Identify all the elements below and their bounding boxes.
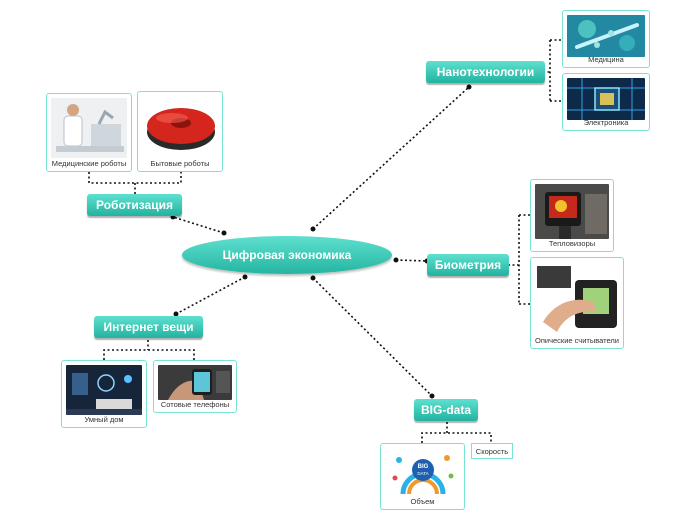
- topic-biometrics[interactable]: Биометрия: [427, 254, 509, 276]
- topic-bigdata[interactable]: BIG-data: [414, 399, 478, 421]
- cell-phone-image: [158, 365, 232, 400]
- link-nanotech: [312, 86, 470, 230]
- topic-label: Интернет вещи: [103, 320, 194, 334]
- link-robotics: [172, 216, 225, 234]
- leaf-home-robots[interactable]: Бытовые роботы: [137, 91, 223, 172]
- leaf-caption: Бытовые роботы: [150, 159, 210, 168]
- medical-robots-image: [51, 98, 127, 158]
- topic-robotics[interactable]: Роботизация: [87, 194, 182, 216]
- leaf-medical-robots[interactable]: Медицинские роботы: [46, 93, 132, 172]
- leaf-caption: Опические считыватели: [535, 336, 619, 345]
- leaf-cell-phones[interactable]: Сотовые телефоны: [153, 360, 237, 413]
- link-iot: [175, 276, 246, 315]
- topic-label: Нанотехнологии: [436, 65, 535, 79]
- thermal-imager-image: [535, 184, 609, 239]
- leaf-caption: Объем: [410, 497, 435, 506]
- leaf-smart-home[interactable]: Умный дом: [61, 360, 147, 428]
- central-node-label: Цифровая экономика: [222, 248, 352, 262]
- central-node[interactable]: Цифровая экономика: [182, 236, 392, 274]
- medicine-image: [567, 15, 645, 57]
- bigdata-image: BIG DATA: [385, 448, 460, 498]
- leaf-caption: Скорость: [475, 446, 509, 456]
- leaf-caption: Медицина: [588, 55, 624, 64]
- bracket-bigdata: [421, 422, 492, 443]
- bracket-iot: [103, 340, 195, 360]
- svg-text:BIG: BIG: [418, 464, 429, 470]
- link-biometrics: [395, 259, 428, 262]
- leaf-caption: Сотовые телефоны: [160, 400, 230, 409]
- leaf-volume[interactable]: BIG DATA Объем: [380, 443, 465, 510]
- leaf-caption: Медицинские роботы: [51, 159, 127, 168]
- bracket-robotics: [88, 172, 182, 194]
- topic-label: Роботизация: [96, 198, 173, 212]
- svg-text:DATA: DATA: [417, 471, 428, 476]
- bracket-nanotech: [543, 39, 562, 102]
- leaf-medicine[interactable]: Медицина: [562, 10, 650, 68]
- link-bigdata: [312, 277, 433, 397]
- topic-label: Биометрия: [434, 258, 502, 272]
- robot-vacuum-image: [142, 96, 218, 158]
- leaf-caption: Умный дом: [84, 415, 124, 424]
- smart-home-image: [66, 365, 142, 415]
- topic-label: BIG-data: [420, 403, 471, 417]
- leaf-caption: Электроника: [583, 118, 629, 127]
- leaf-thermal-imagers[interactable]: Тепловизоры: [530, 179, 614, 252]
- bracket-biometrics: [508, 214, 530, 305]
- topic-internet-of-things[interactable]: Интернет вещи: [94, 316, 203, 338]
- leaf-caption: Тепловизоры: [548, 239, 596, 248]
- topic-nanotechnology[interactable]: Нанотехнологии: [426, 61, 545, 83]
- leaf-optical-readers[interactable]: Опические считыватели: [530, 257, 624, 349]
- leaf-electronics[interactable]: Электроника: [562, 73, 650, 131]
- leaf-speed[interactable]: Скорость: [471, 443, 513, 459]
- electronics-chip-image: [567, 78, 645, 120]
- fingerprint-scanner-image: [535, 262, 619, 335]
